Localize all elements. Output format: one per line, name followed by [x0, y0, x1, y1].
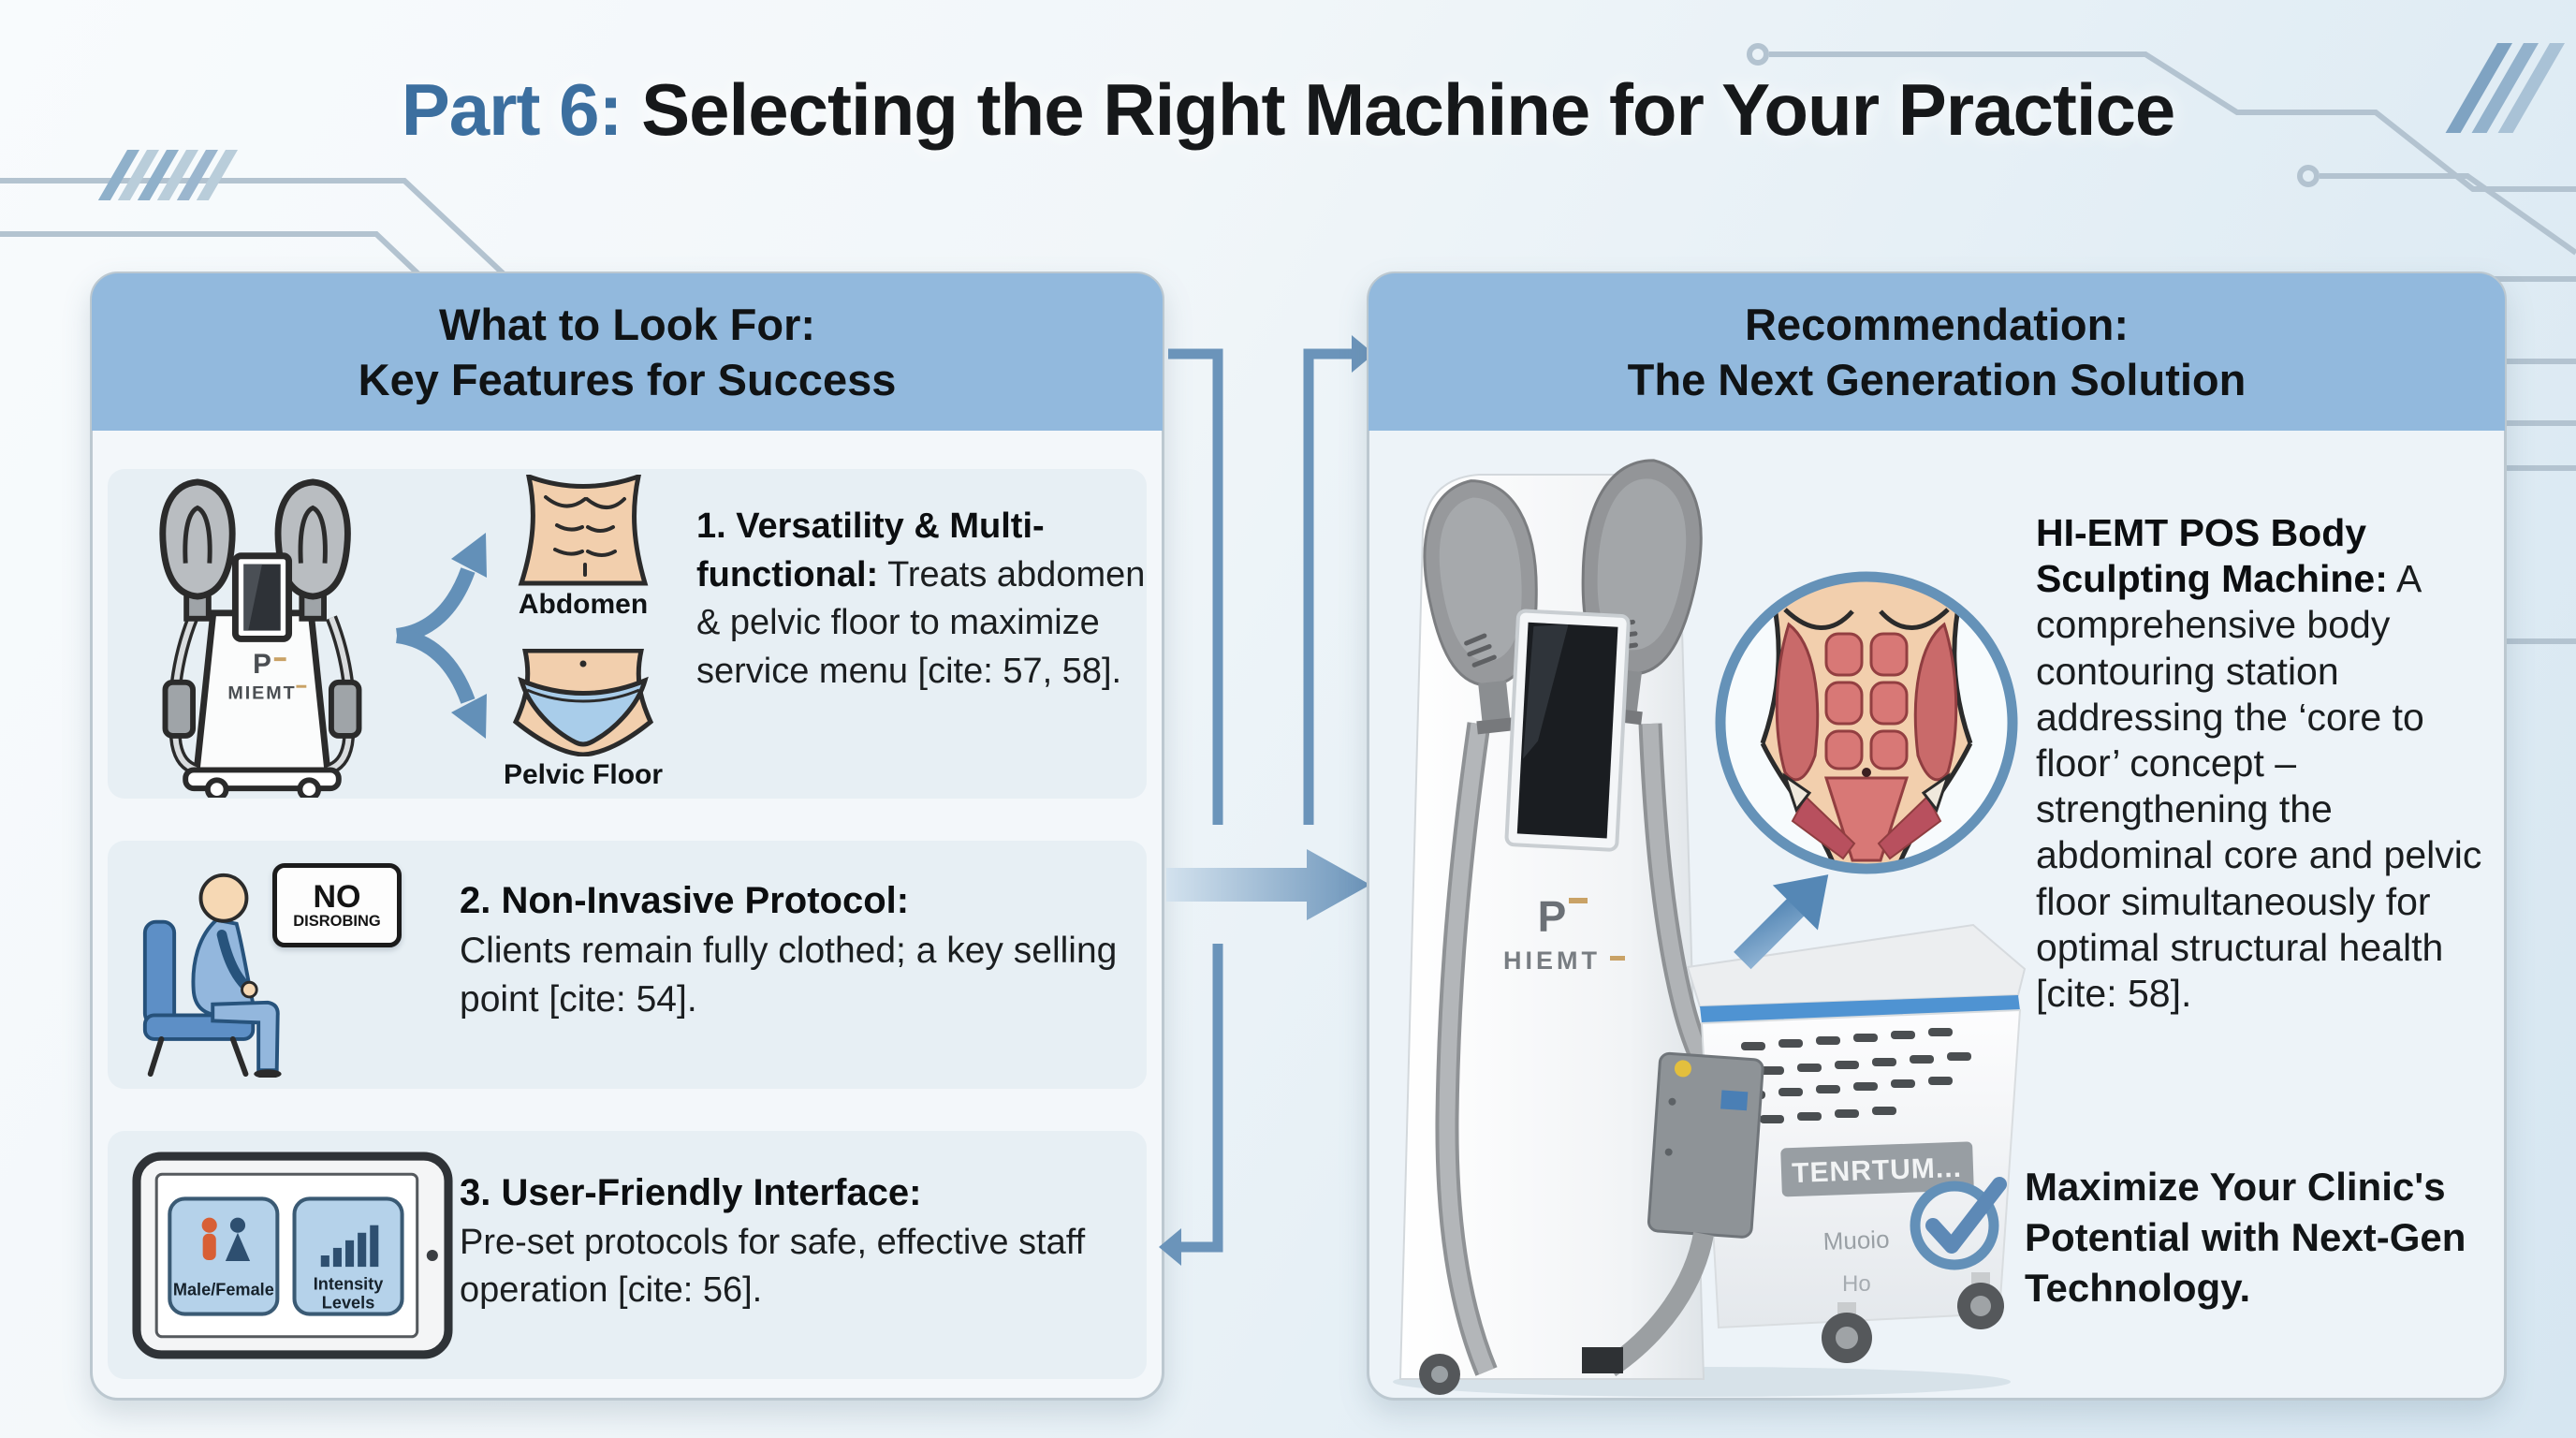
feature1-body: Treats ab­domen & pelvic floor to maximi… [696, 554, 1146, 692]
tablet-button2-label-line1: Intensity [314, 1274, 384, 1293]
cart-connector-box [1647, 1051, 1764, 1239]
feature3-text: 3. User-Friendly Interface: Pre-set proto… [460, 1168, 1135, 1313]
feature-row-interface: Male/Female Intensity Levels 3. User-Fri… [108, 1131, 1147, 1379]
recommendation-header-line1: Recommendation: [1745, 299, 2129, 349]
feature-row-non-invasive: NO DISROBING 2. Non-Invasive Protocol: Cl… [108, 841, 1147, 1089]
page-title-rest: Selecting the Right Machine for Your Pra… [622, 68, 2175, 151]
left-paddle-applicator [1423, 479, 1538, 735]
body-sculpt-machine-icon: P MIEMT [159, 478, 362, 798]
tower-foot [1582, 1347, 1623, 1373]
feature1-heading: 1. Versatility & Multi-functional: [696, 506, 1045, 594]
recommendation-paragraph-body: A comprehensive body contouring station … [2036, 557, 2482, 1015]
feature-row-versatility: P MIEMT [108, 469, 1147, 799]
pelvic-floor-label: Pelvic Floor [503, 759, 664, 790]
pelvic-floor-icon [512, 649, 654, 756]
recommendation-panel-header: Recommendation: The Next Generation Solu… [1368, 273, 2505, 431]
cart-casters [1822, 1272, 2004, 1363]
dual-curved-arrow-icon [395, 533, 487, 739]
feature2-body: Clients remain fully clothed; a key sell… [460, 930, 1118, 1020]
recommendation-header-line2: The Next Generation Solution [1627, 355, 2247, 404]
core-anatomy-inset-icon [1715, 571, 2018, 874]
tablet-button1-label: Male/Female [173, 1280, 274, 1299]
cart-stencil-text-2: Ho [1842, 1271, 1871, 1297]
machine-logo-letter: P [1538, 892, 1567, 941]
flow-connector-arrows-icon [1159, 335, 1374, 1266]
machine-side-cart: TENRTUM... Muoio Ho [1603, 923, 2027, 1377]
feature1-text: 1. Versatility & Multi-functional: Treat… [696, 503, 1148, 697]
features-panel: What to Look For: Key Features for Succe… [90, 271, 1164, 1401]
hatch-slashes-top-right [2445, 43, 2565, 133]
machine-logo-brand: HIEMT [1503, 946, 1601, 975]
cart-vent-grille [1741, 1028, 1971, 1123]
features-header-line2: Key Features for Success [358, 355, 897, 404]
no-disrobing-line2: DISROBING [293, 912, 381, 930]
feature2-heading: 2. Non-Invasive Protocol: [460, 880, 910, 921]
features-header-line1: What to Look For: [438, 299, 816, 349]
abdomen-label: Abdomen [518, 589, 649, 620]
tablet-home-button [426, 1249, 438, 1262]
up-right-arrow-icon [1734, 874, 1829, 970]
recommendation-paragraph: HI-EMT POS Body Sculpting Machine: A com… [2036, 510, 2496, 1017]
machine-screen [1504, 609, 1631, 852]
features-panel-header: What to Look For: Key Features for Succe… [92, 273, 1163, 431]
page-title: Part 6: Selecting the Right Machine for … [0, 67, 2576, 153]
recommendation-footer-text: Maximize Your Clinic's Potential with Ne… [2025, 1165, 2466, 1310]
machine-logo-letter: P [253, 649, 271, 680]
feature3-heading: 3. User-Friendly Interface: [460, 1172, 922, 1213]
tablet-interface-icon: Male/Female Intensity Levels [132, 1152, 453, 1359]
recommendation-panel: Recommendation: The Next Generation Solu… [1367, 271, 2507, 1401]
feature3-body: Pre-set protocols for safe, effective st… [460, 1222, 1086, 1310]
seated-person-icon [142, 873, 282, 1078]
page-title-part: Part 6: [401, 68, 623, 151]
feature2-text: 2. Non-Invasive Protocol: Clients remain … [460, 876, 1135, 1024]
tablet-button2-label-line2: Levels [322, 1294, 375, 1313]
cart-stencil-text-1: Muoio [1822, 1225, 1890, 1255]
cart-brand-label: TENRTUM... [1792, 1152, 1963, 1189]
no-disrobing-line1: NO [313, 879, 361, 916]
machine-logo-brand: MIEMT [227, 683, 296, 704]
hiemt-machine-illustration: P HIEMT [1393, 459, 2027, 1397]
abdomen-icon [518, 475, 649, 586]
no-disrobing-sign: NO DISROBING [272, 863, 402, 947]
hatch-slashes-top-left [97, 150, 238, 200]
check-circle-icon [1910, 1177, 2007, 1270]
recommendation-paragraph-lead: HI-EMT POS Body Sculpting Machine: [2036, 511, 2388, 601]
